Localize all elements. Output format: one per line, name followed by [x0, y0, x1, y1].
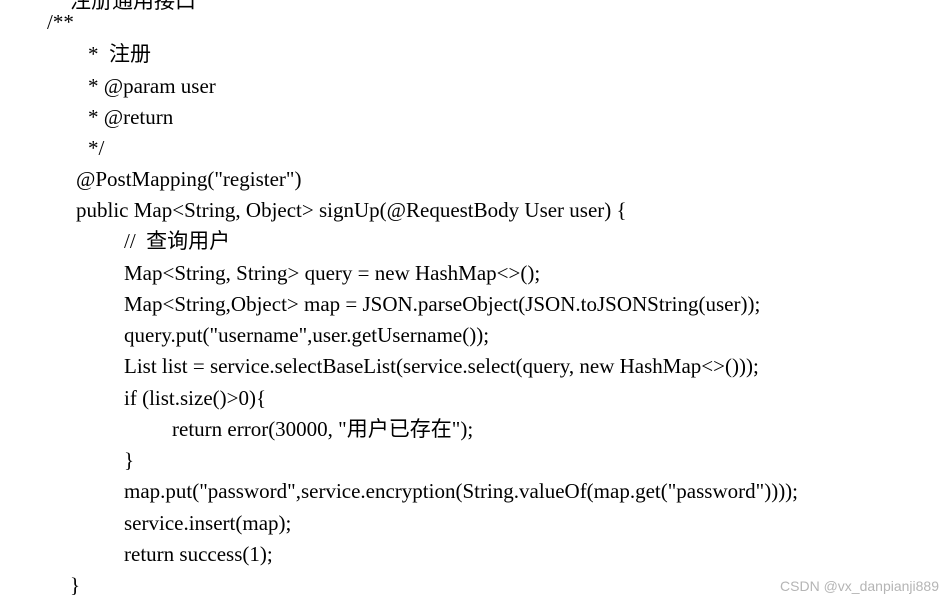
code-line-query-init: Map<String, String> query = new HashMap<…: [124, 261, 541, 285]
code-line-return-error: return error(30000, "用户已存在");: [172, 417, 474, 441]
code-line-method-signature: public Map<String, Object> signUp(@Reque…: [76, 198, 627, 222]
code-line-comment-close: */: [88, 136, 105, 160]
code-line-inline-comment: // 查询用户: [124, 229, 231, 253]
cut-off-heading: 注册通用接口: [70, 0, 196, 13]
code-line-if-check: if (list.size()>0){: [124, 386, 267, 410]
csdn-watermark: CSDN @vx_danpianji889: [780, 578, 939, 594]
code-line-comment-open: /**: [47, 10, 74, 34]
code-line-query-put: query.put("username",user.getUsername())…: [124, 323, 490, 347]
code-line-insert: service.insert(map);: [124, 511, 292, 535]
code-line-password-encrypt: map.put("password",service.encryption(St…: [124, 479, 799, 503]
code-line-list-select: List list = service.selectBaseList(servi…: [124, 354, 759, 378]
code-line-method-close: }: [70, 573, 81, 597]
code-line-annotation: @PostMapping("register"): [76, 167, 302, 191]
code-line-return-success: return success(1);: [124, 542, 273, 566]
code-line-comment-param: * @param user: [88, 74, 216, 98]
code-line-comment-title: * 注册: [88, 42, 151, 66]
code-line-map-init: Map<String,Object> map = JSON.parseObjec…: [124, 292, 761, 316]
code-line-comment-return: * @return: [88, 105, 174, 129]
code-line-if-close: }: [124, 448, 135, 472]
